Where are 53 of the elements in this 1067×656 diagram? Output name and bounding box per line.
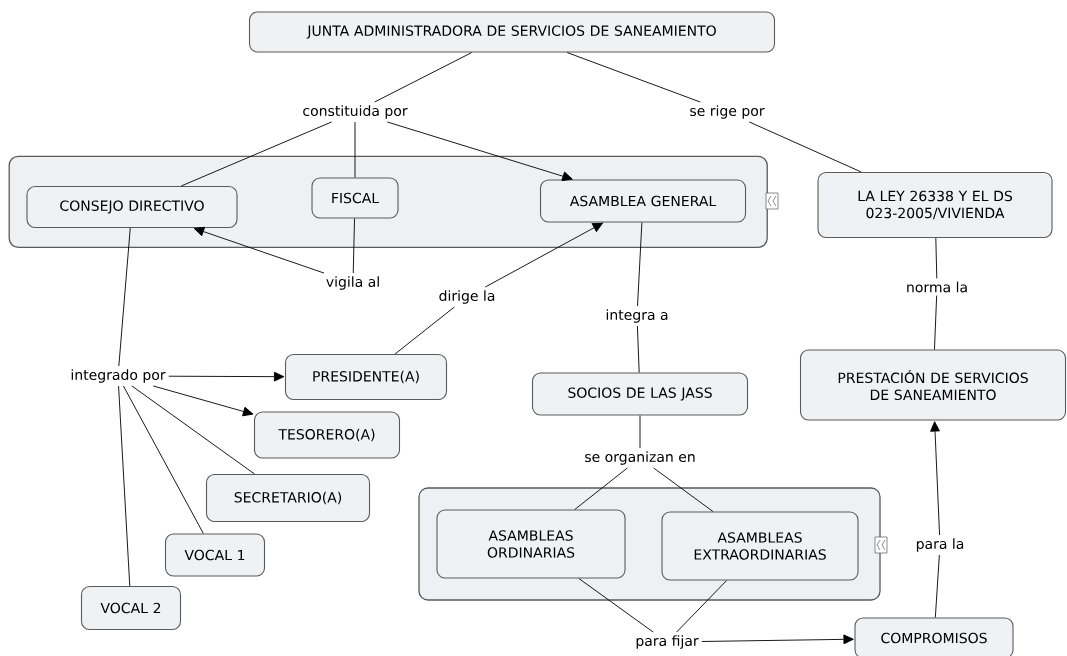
linking-phrase: dirige la (435, 287, 499, 307)
concept-box: CONSEJO DIRECTIVO (26, 185, 238, 229)
linking-phrase: integrado por (67, 366, 169, 386)
linking-phrase: vigila al (322, 273, 384, 293)
concept-box: ASAMBLEA GENERAL (539, 179, 747, 223)
concept-box: ASAMBLEAS ORDINARIAS (436, 509, 626, 579)
connector (193, 226, 325, 274)
concept-box: LA LEY 26338 Y EL DS 023-2005/VIVIENDA (817, 171, 1053, 239)
connector (934, 554, 940, 618)
concept-box: VOCAL 1 (164, 533, 266, 577)
concept-box: PRESIDENTE(A) (284, 353, 448, 401)
concept-box: SOCIOS DE LAS JASS (531, 372, 749, 416)
concept-box: PRESTACIÓN DE SERVICIOS DE SANEAMIENTO (799, 349, 1067, 421)
connector (118, 227, 131, 367)
connector (653, 467, 714, 512)
concept-box: VOCAL 2 (80, 585, 182, 631)
connector (637, 222, 643, 307)
concept-box: JUNTA ADMINISTRADORA DE SERVICIOS DE SANEAMIENTO (248, 11, 776, 53)
connector (352, 218, 355, 274)
concept-box: COMPROMISOS (854, 617, 1014, 656)
connector (131, 385, 255, 475)
connector (748, 121, 862, 173)
connector (934, 295, 938, 350)
linking-phrase: se organizan en (581, 448, 699, 468)
connector (566, 52, 701, 103)
linking-phrase: norma la (902, 278, 972, 296)
connector (168, 371, 285, 382)
connector (354, 121, 356, 178)
connector (701, 634, 854, 645)
concept-box: SECRETARIO(A) (205, 473, 371, 523)
connector (935, 237, 938, 279)
connector (122, 385, 204, 534)
connector (386, 121, 573, 181)
connector (636, 325, 640, 373)
connector (180, 121, 333, 187)
concept-box: TESORERO(A) (253, 411, 401, 459)
linking-phrase: constituida por (299, 102, 411, 122)
linking-phrase: para fijar (632, 632, 702, 652)
connector (578, 578, 654, 633)
connector (574, 467, 628, 510)
concept-box: ASAMBLEAS EXTRAORDINARIAS (661, 511, 859, 581)
concept-box: FISCAL (311, 177, 399, 219)
connector (394, 306, 455, 355)
connector (118, 385, 131, 587)
connector (374, 52, 473, 103)
linking-phrase: para la (912, 535, 968, 555)
linking-phrase: se rige por (686, 102, 768, 122)
connector (639, 415, 641, 449)
connector (152, 385, 254, 417)
linking-phrase: integra a (602, 306, 672, 326)
connector (676, 580, 728, 633)
connector (930, 421, 941, 536)
connector (484, 222, 604, 288)
